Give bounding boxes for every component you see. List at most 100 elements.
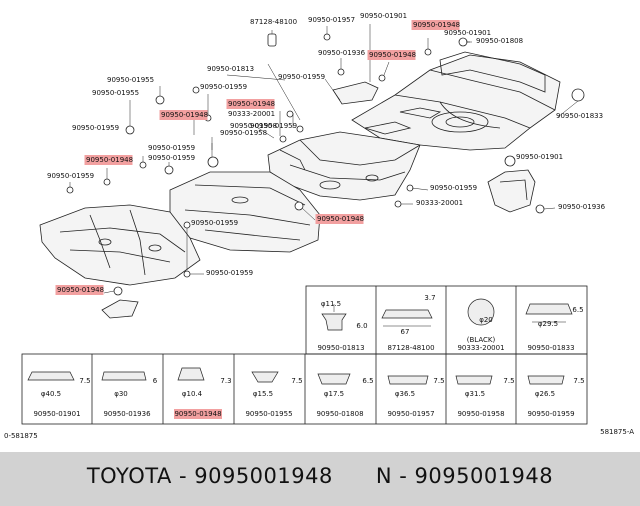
callout[interactable]: 90950-01948 bbox=[367, 50, 417, 60]
svg-text:6.0: 6.0 bbox=[356, 322, 367, 330]
svg-text:φ31.5: φ31.5 bbox=[465, 390, 485, 398]
legend-part-number: 87128-48100 bbox=[387, 344, 434, 352]
callout: 90950-01936 bbox=[558, 203, 606, 211]
callout: 90950-01955 bbox=[92, 89, 139, 97]
callout: 90950-01959 bbox=[430, 184, 477, 192]
callout-label: 90950-01936 bbox=[318, 49, 366, 57]
callout-label: 90950-01833 bbox=[556, 112, 603, 120]
svg-text:90950-01901: 90950-01901 bbox=[33, 410, 80, 418]
legend-part-number: 90950-01813 bbox=[317, 344, 364, 352]
callout: 90950-01959 bbox=[278, 73, 325, 81]
callout[interactable]: 90950-01948 bbox=[84, 155, 134, 165]
callout-label: 90950-01948 bbox=[228, 100, 275, 108]
legend-dimension: φ11.5 bbox=[321, 300, 341, 308]
callout-label: 90950-01901 bbox=[444, 29, 491, 37]
legend-dimension: 6.5 bbox=[362, 377, 373, 385]
legend-part-number: 90333-20001 bbox=[457, 344, 504, 352]
svg-text:7.5: 7.5 bbox=[79, 377, 90, 385]
callout-label: 90950-01936 bbox=[558, 203, 606, 211]
svg-text:90950-01957: 90950-01957 bbox=[387, 410, 434, 418]
svg-text:90950-01833: 90950-01833 bbox=[527, 344, 574, 352]
callout-label: 90950-01959 bbox=[148, 154, 195, 162]
svg-text:φ30: φ30 bbox=[114, 390, 128, 398]
legend-dimension: 7.5 bbox=[79, 377, 90, 385]
callout: 90950-01901 bbox=[444, 29, 491, 37]
legend-dimension: φ31.5 bbox=[465, 390, 485, 398]
front-floor-panel bbox=[39, 204, 201, 286]
callout-label: 90950-01948 bbox=[413, 21, 460, 29]
grommet-icons bbox=[27, 367, 565, 385]
svg-text:φ29.5: φ29.5 bbox=[538, 320, 558, 328]
svg-text:90950-01959: 90950-01959 bbox=[527, 410, 574, 418]
callout-label: 90333-20001 bbox=[228, 110, 275, 118]
legend-dimension: 6.0 bbox=[356, 322, 367, 330]
callout: 90950-01808 bbox=[476, 37, 523, 45]
legend-bottom bbox=[21, 353, 588, 425]
callout: 90950-01957 bbox=[308, 16, 355, 24]
callout-label: 90950-01958 bbox=[230, 122, 277, 130]
callout-label: 90950-01901 bbox=[516, 153, 563, 161]
callout: 87128-48100 bbox=[250, 18, 297, 26]
svg-text:φ17.5: φ17.5 bbox=[324, 390, 344, 398]
callout[interactable]: 90950-01948 bbox=[226, 99, 276, 109]
legend-part-number: 90950-01957 bbox=[387, 410, 434, 418]
callout-label: 90950-01959 bbox=[200, 83, 247, 91]
clip-01813-icon bbox=[321, 304, 347, 331]
callout-label: 90950-01957 bbox=[308, 16, 355, 24]
callout: 90950-01901 bbox=[516, 153, 563, 161]
callout: 90950-01958 bbox=[230, 122, 277, 130]
callout-label: 90950-01955 bbox=[92, 89, 139, 97]
callout: 90950-01955 bbox=[107, 76, 154, 84]
svg-text:90950-01936: 90950-01936 bbox=[103, 410, 151, 418]
plug-20001-icon bbox=[467, 298, 495, 326]
plug-01833-icon bbox=[525, 303, 573, 323]
legend-dimension: 7.3 bbox=[220, 377, 231, 385]
plug-markers bbox=[66, 33, 585, 296]
svg-text:3.7: 3.7 bbox=[424, 294, 435, 302]
legend-part-number: 90950-01936 bbox=[103, 410, 151, 418]
cap-48100-icon bbox=[381, 309, 433, 327]
svg-text:7.5: 7.5 bbox=[433, 377, 444, 385]
callout[interactable]: 90950-01948 bbox=[411, 20, 461, 30]
callout-label: 90950-01959 bbox=[278, 73, 325, 81]
svg-text:87128-48100: 87128-48100 bbox=[387, 344, 434, 352]
legend-dimension: φ40.5 bbox=[41, 390, 61, 398]
legend-part-number: 90950-01833 bbox=[527, 344, 574, 352]
legend-part-number: 90950-01901 bbox=[33, 410, 80, 418]
svg-text:7.5: 7.5 bbox=[291, 377, 302, 385]
callout: 90950-01959 bbox=[191, 219, 238, 227]
footer-bar bbox=[0, 452, 640, 506]
callout-label: 90333-20001 bbox=[416, 199, 463, 207]
legend-text: 90950-01813 φ11.5 6.0 87128-48100 3.7 67 90333… bbox=[33, 294, 585, 419]
legend-dimension: 67 bbox=[401, 328, 410, 336]
callout: 90950-01959 bbox=[206, 269, 253, 277]
svg-text:90333-20001: 90333-20001 bbox=[457, 344, 504, 352]
small-plate bbox=[101, 299, 139, 319]
legend-part-number: 90950-01959 bbox=[527, 410, 574, 418]
svg-text:6: 6 bbox=[153, 377, 158, 385]
callout-label: 90950-01948 bbox=[57, 286, 104, 294]
callout: 90950-01833 bbox=[556, 112, 603, 120]
svg-text:φ40.5: φ40.5 bbox=[41, 390, 61, 398]
legend-part-number: 90950-01948 bbox=[174, 409, 222, 419]
legend-part-number: 90950-01808 bbox=[316, 410, 363, 418]
callout: 90950-01959 bbox=[47, 172, 94, 180]
svg-text:90950-01958: 90950-01958 bbox=[457, 410, 504, 418]
legend-dimension: 6 bbox=[153, 377, 158, 385]
callout[interactable]: 90950-01948 bbox=[315, 214, 365, 224]
callout: 90950-01959 bbox=[148, 154, 195, 162]
callout-label: 90950-01959 bbox=[250, 122, 297, 130]
legend-top bbox=[305, 285, 588, 355]
callout: 90333-20001 bbox=[228, 110, 275, 118]
callout-label: 90950-01959 bbox=[206, 269, 253, 277]
callout-label: 90950-01959 bbox=[191, 219, 238, 227]
callout-label: 87128-48100 bbox=[250, 18, 297, 26]
svg-text:φ26.5: φ26.5 bbox=[535, 390, 555, 398]
legend-dimension: φ29.5 bbox=[538, 320, 558, 328]
svg-text:67: 67 bbox=[401, 328, 410, 336]
rear-bracket bbox=[332, 81, 379, 105]
legend-part-number: 90950-01958 bbox=[457, 410, 504, 418]
callout[interactable]: 90950-01948 bbox=[55, 285, 105, 295]
callout[interactable]: 90950-01948 bbox=[159, 110, 209, 120]
